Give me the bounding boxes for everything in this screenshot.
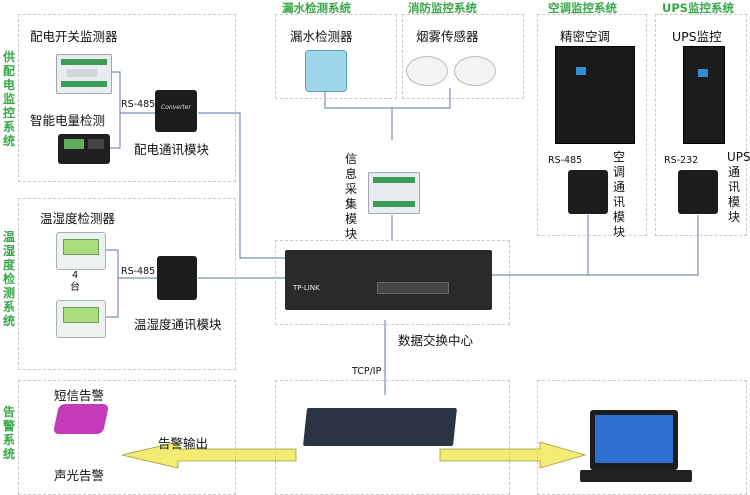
ac-comm-device bbox=[568, 170, 608, 214]
label-rs485-ac: RS-485 bbox=[548, 155, 583, 166]
label-switch-center: 数据交换中心 bbox=[398, 333, 474, 348]
system-title-th: 温湿度检测系统 bbox=[2, 230, 15, 328]
ups-region bbox=[655, 14, 747, 236]
converter-text: Converter bbox=[161, 104, 191, 111]
label-rs232-ups: RS-232 bbox=[664, 155, 699, 166]
ups-comm-device bbox=[678, 170, 718, 214]
label-ups-monitor: UPS监控 bbox=[672, 29, 722, 44]
th-comm-device bbox=[157, 256, 197, 300]
ups-device bbox=[683, 46, 725, 144]
power-detector-device bbox=[56, 54, 112, 94]
system-title-ac: 空调监控系统 bbox=[548, 1, 617, 15]
label-alarm-output: 告警输出 bbox=[158, 436, 209, 451]
th-region bbox=[18, 198, 236, 370]
label-sound-light-alarm: 声光告警 bbox=[54, 468, 105, 483]
label-ac-comm: 空调通讯模块 bbox=[612, 150, 625, 239]
label-th-count: 4台 bbox=[70, 270, 80, 293]
power-region bbox=[18, 14, 236, 182]
network-switch-device: TP-LINK bbox=[285, 250, 492, 310]
system-title-power: 供配电监控系统 bbox=[2, 50, 15, 148]
label-rs485-power: RS-485 bbox=[121, 99, 156, 110]
label-power-detector: 配电开关监测器 bbox=[30, 29, 118, 44]
leak-region bbox=[275, 14, 397, 99]
smoke-sensor-1 bbox=[406, 56, 448, 86]
sms-alarm-device bbox=[52, 404, 110, 434]
system-title-leak: 漏水检测系统 bbox=[282, 1, 351, 15]
th-detector-device-1 bbox=[56, 232, 106, 270]
label-power-comm: 配电通讯模块 bbox=[134, 142, 210, 157]
label-rs485-th: RS-485 bbox=[121, 266, 156, 277]
label-th-detector: 温湿度检测器 bbox=[40, 211, 116, 226]
smart-meter-device bbox=[58, 134, 110, 164]
label-leak-detector: 漏水检测器 bbox=[290, 29, 353, 44]
label-smoke-sensor: 烟雾传感器 bbox=[416, 29, 479, 44]
server-device bbox=[303, 408, 457, 446]
system-title-ups: UPS监控系统 bbox=[662, 1, 735, 15]
switch-ports bbox=[377, 282, 449, 294]
label-ups-comm: UPS通讯模块 bbox=[727, 150, 750, 224]
laptop-base bbox=[580, 470, 692, 482]
label-precision-ac: 精密空调 bbox=[560, 29, 611, 44]
switch-region bbox=[275, 240, 510, 325]
smoke-sensor-2 bbox=[454, 56, 496, 86]
label-sms-alarm: 短信告警 bbox=[54, 388, 105, 403]
power-comm-device: Converter bbox=[155, 90, 197, 132]
label-tcpip: TCP/IP bbox=[352, 366, 382, 377]
th-detector-device-2 bbox=[56, 300, 106, 338]
system-title-alarm: 告警系统 bbox=[2, 405, 15, 461]
precision-ac-device bbox=[555, 46, 635, 144]
info-module-device bbox=[368, 172, 420, 214]
system-title-fire: 消防监控系统 bbox=[408, 1, 477, 15]
laptop-device bbox=[590, 410, 678, 470]
label-smart-meter: 智能电量检测 bbox=[30, 113, 106, 128]
label-info-module: 信息采集模块 bbox=[344, 152, 357, 241]
ac-region bbox=[537, 14, 647, 236]
fire-region bbox=[402, 14, 524, 99]
label-th-comm: 温湿度通讯模块 bbox=[134, 317, 222, 332]
switch-brand: TP-LINK bbox=[293, 284, 320, 292]
leak-detector-device bbox=[305, 50, 347, 92]
